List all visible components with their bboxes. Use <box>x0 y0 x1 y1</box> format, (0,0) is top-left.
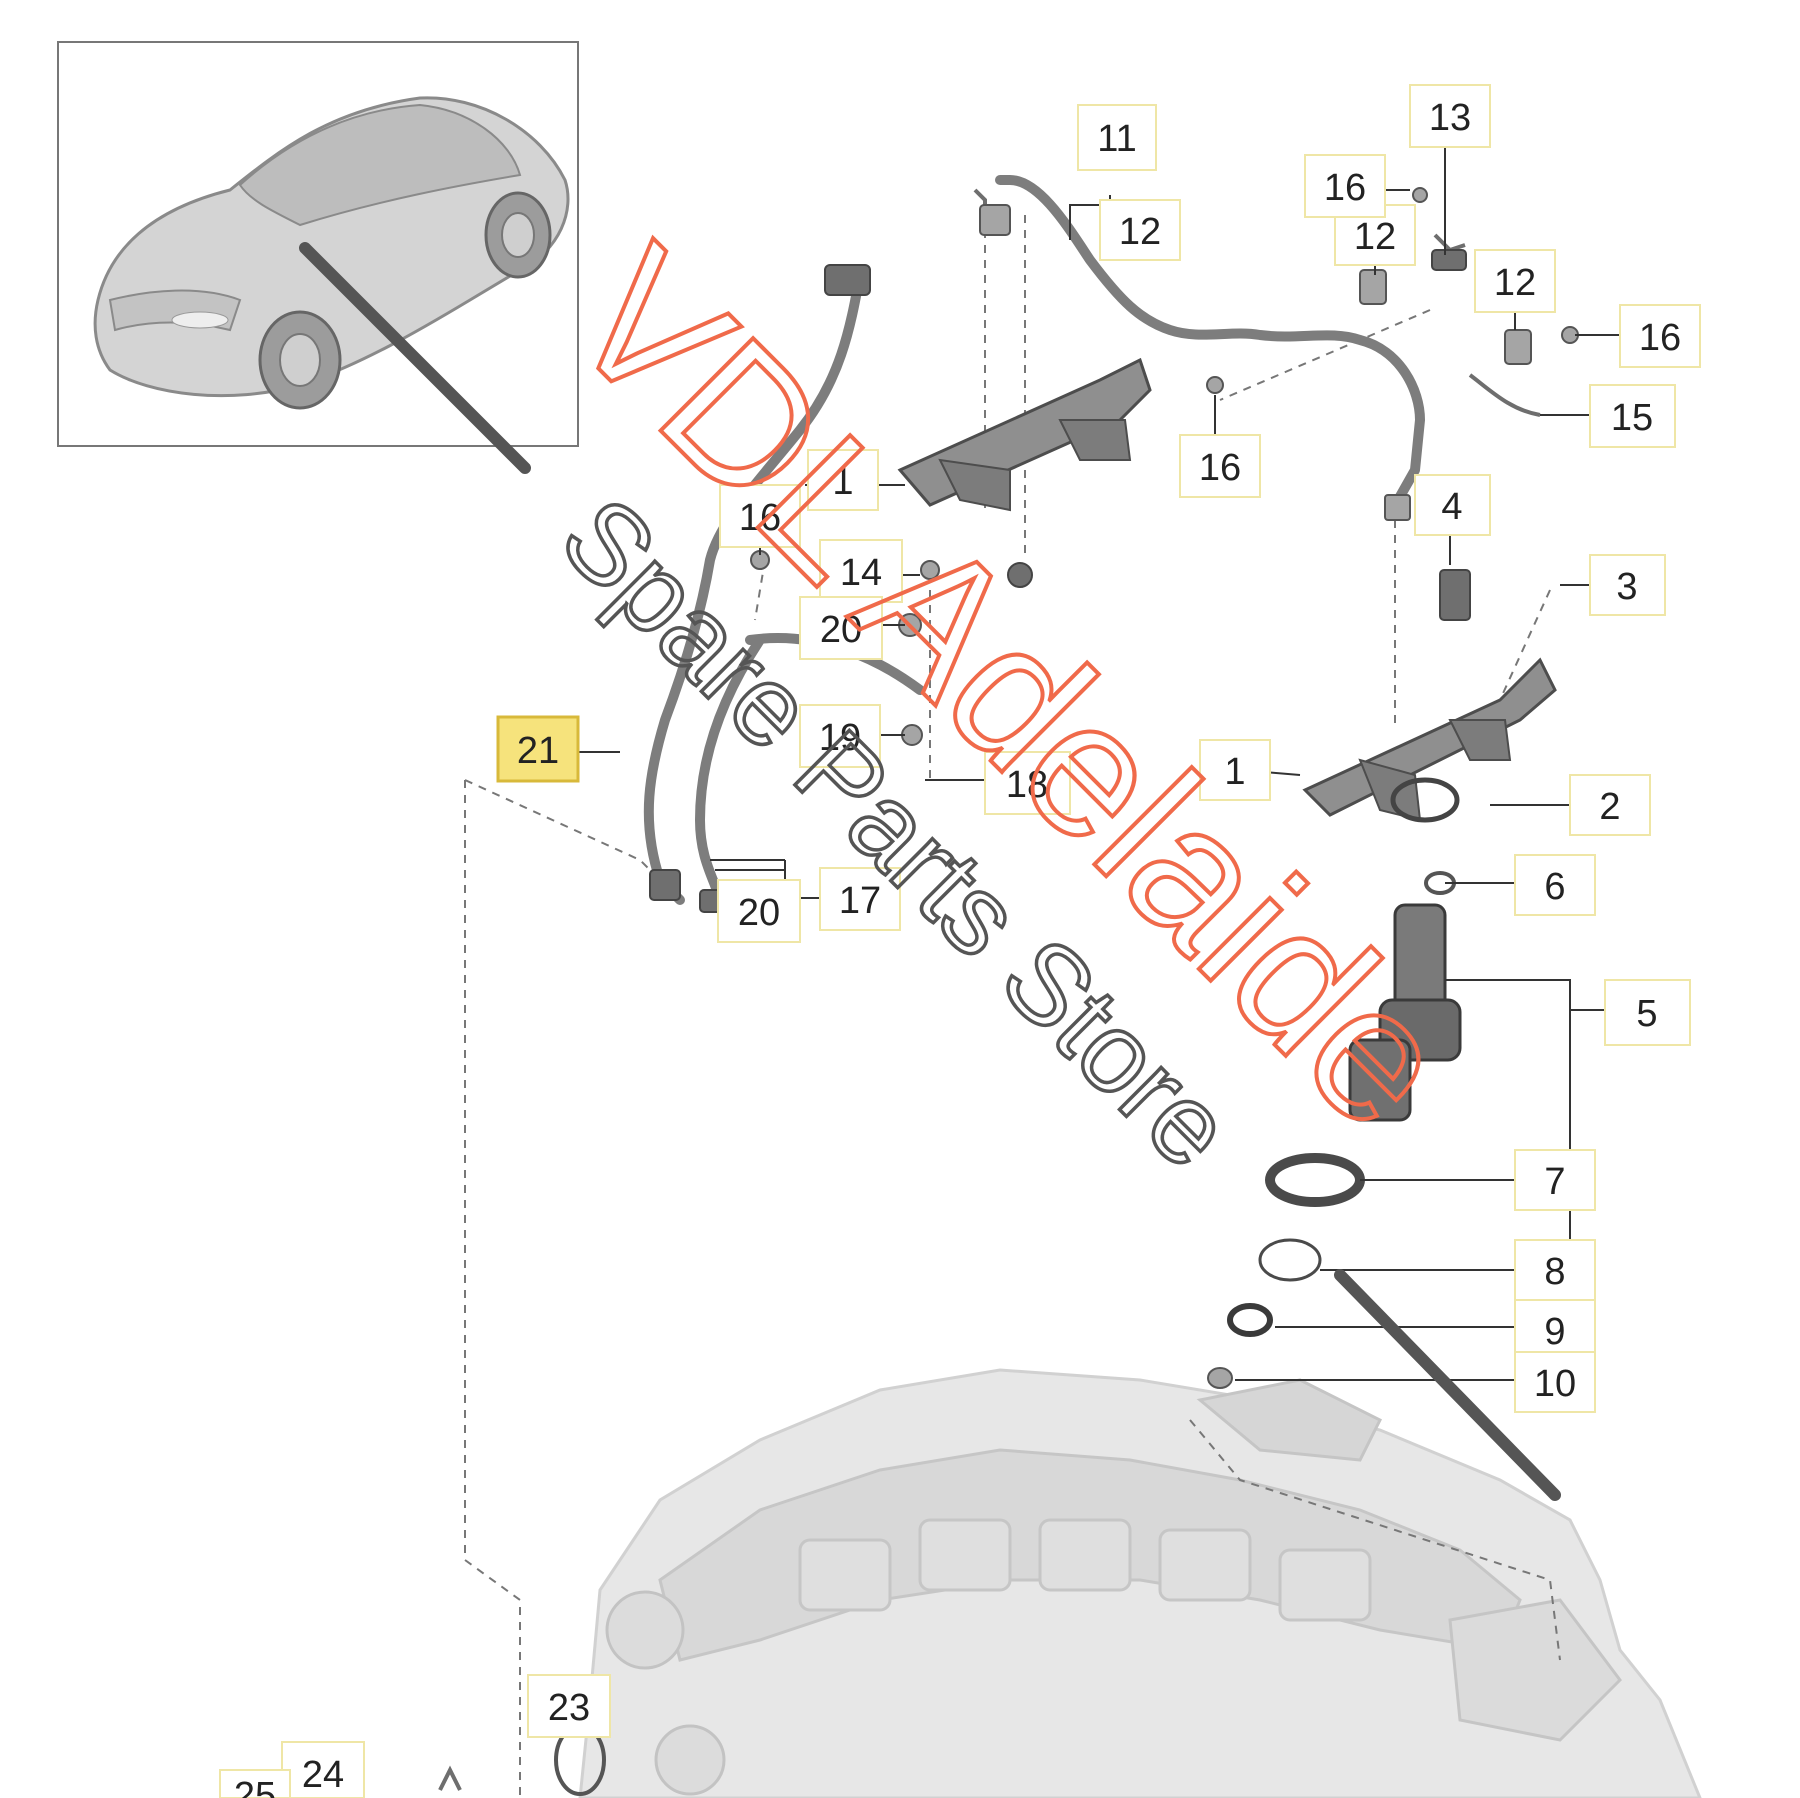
callout-label: 16 <box>739 497 781 539</box>
callout-10: 10 <box>1514 1351 1596 1413</box>
callout-1-lower: 1 <box>1199 739 1271 801</box>
callout-23: 23 <box>527 1674 611 1738</box>
callout-15: 15 <box>1589 384 1676 448</box>
callout-6: 6 <box>1514 854 1596 916</box>
callout-label: 23 <box>548 1687 590 1729</box>
callout-label: 21 <box>517 730 559 772</box>
callout-label: 8 <box>1544 1251 1565 1293</box>
callout-20-bottom: 20 <box>717 879 801 943</box>
callout-label: 12 <box>1494 262 1536 304</box>
callout-label: 19 <box>819 717 861 759</box>
callout-label: 15 <box>1611 397 1653 439</box>
fuel-injector <box>1348 903 1462 1122</box>
callout-label: 20 <box>820 609 862 651</box>
callout-label: 1 <box>832 461 853 503</box>
callout-label: 16 <box>1324 167 1366 209</box>
callout-24: 24 <box>281 1741 365 1798</box>
callout-16-top: 16 <box>1304 154 1386 218</box>
callout-label: 14 <box>840 552 882 594</box>
callout-12-right: 12 <box>1474 249 1556 313</box>
callout-label: 20 <box>738 892 780 934</box>
callout-label: 11 <box>1097 118 1136 160</box>
callout-19: 19 <box>799 704 881 768</box>
callout-4: 4 <box>1414 474 1491 536</box>
watermark-slash-top <box>299 242 531 474</box>
callout-11: 11 <box>1077 104 1157 171</box>
callout-13: 13 <box>1409 84 1491 148</box>
callout-label: 1 <box>1224 751 1245 793</box>
callout-label: 17 <box>839 880 881 922</box>
callout-label: 4 <box>1441 486 1462 528</box>
callout-18: 18 <box>984 751 1071 815</box>
callout-label: 13 <box>1429 97 1471 139</box>
callout-14: 14 <box>819 539 903 603</box>
callout-label: 16 <box>1639 317 1681 359</box>
callout-label: 25 <box>234 1775 276 1798</box>
callout-16-left: 16 <box>719 484 801 548</box>
callout-label: 6 <box>1544 866 1565 908</box>
callout-label: 18 <box>1006 764 1048 806</box>
callout-3: 3 <box>1589 554 1666 616</box>
callout-label: 2 <box>1599 786 1620 828</box>
callout-25: 25 <box>219 1769 291 1798</box>
sensor-part <box>1439 569 1471 621</box>
callout-20-top: 20 <box>799 596 883 660</box>
callout-2: 2 <box>1569 774 1651 836</box>
callout-5: 5 <box>1604 979 1691 1046</box>
callout-16-right: 16 <box>1619 304 1701 368</box>
callout-label: 24 <box>302 1754 344 1796</box>
callout-8: 8 <box>1514 1239 1596 1301</box>
connector-part <box>824 264 871 296</box>
callout-7: 7 <box>1514 1149 1596 1211</box>
car-image <box>93 96 570 410</box>
callout-label: 9 <box>1544 1311 1565 1353</box>
callout-label: 5 <box>1636 993 1657 1035</box>
callout-17: 17 <box>819 867 901 931</box>
fuel-rail-upper <box>897 357 1152 588</box>
callout-1-upper: 1 <box>807 449 879 511</box>
fuel-rail-lower <box>1302 657 1557 822</box>
fuel-lines <box>643 175 1425 913</box>
vehicle-thumbnail <box>57 41 579 447</box>
assembly-lines <box>464 215 1561 1798</box>
callout-21-highlighted: 21 <box>496 715 580 783</box>
callout-label: 10 <box>1534 1363 1576 1405</box>
engine-block <box>578 1368 1702 1798</box>
watermark-slash-bottom <box>1334 1269 1561 1501</box>
callout-label: 12 <box>1119 211 1161 253</box>
callout-label: 16 <box>1199 447 1241 489</box>
callout-12-top: 12 <box>1099 199 1181 261</box>
callout-label: 7 <box>1544 1161 1565 1203</box>
callout-label: 12 <box>1354 216 1396 258</box>
callout-12-mid: 12 <box>1334 204 1416 266</box>
callout-label: 3 <box>1616 566 1637 608</box>
callout-16-center: 16 <box>1179 434 1261 498</box>
